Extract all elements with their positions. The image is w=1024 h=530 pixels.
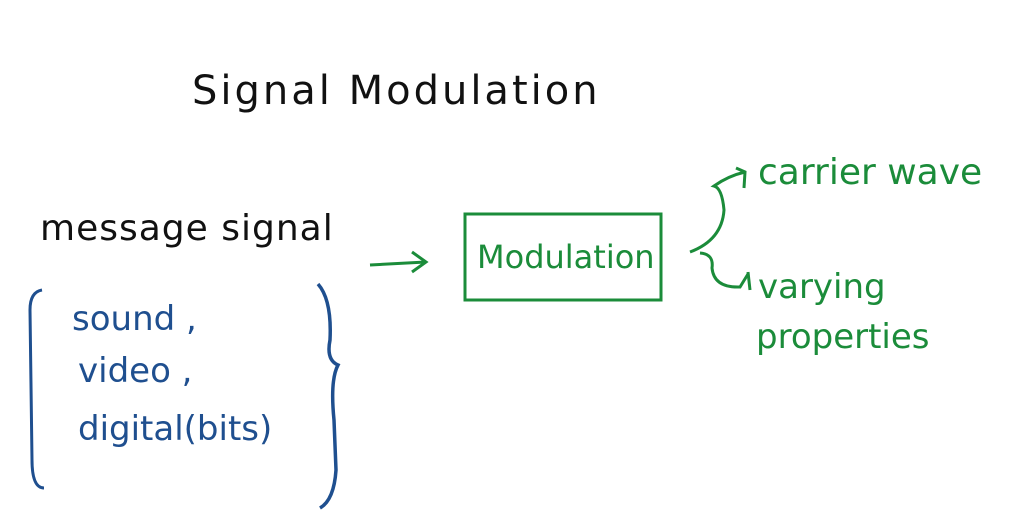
right-brace [316,282,341,510]
diagram-title: Signal Modulation [192,68,601,114]
output-carrier-wave: carrier wave [758,152,982,193]
modulation-box [463,212,663,302]
message-signal-label: message signal [40,208,334,249]
output-properties: properties [756,317,930,357]
input-arrow [369,250,429,274]
example-video: video , [78,351,192,391]
left-brace [28,288,45,490]
example-sound: sound , [72,299,197,339]
modulation-label: Modulation [477,238,655,276]
output-branch [689,166,752,291]
example-digital: digital(bits) [78,409,272,449]
output-varying: varying [758,267,886,307]
